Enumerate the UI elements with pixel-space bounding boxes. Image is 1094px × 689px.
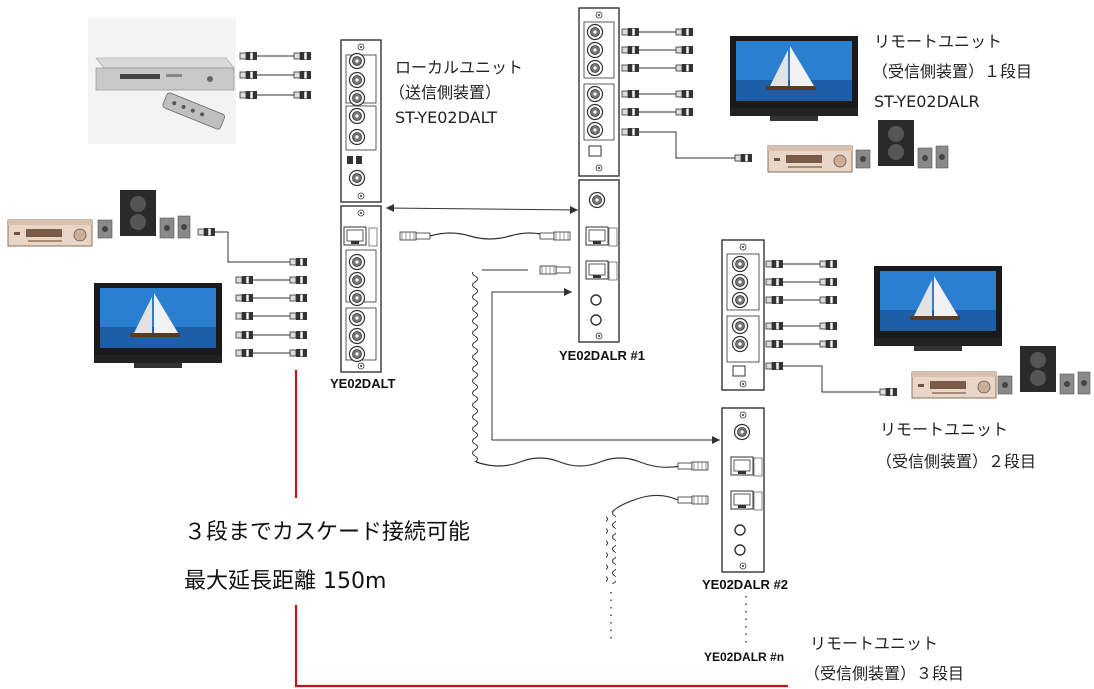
remote2-name: リモートユニット — [880, 420, 1009, 439]
receiver1-output-panel — [578, 7, 620, 177]
rx1-rca-cables — [621, 28, 753, 163]
amplifier-icon — [7, 219, 93, 247]
rj45-plug-icon — [539, 231, 571, 241]
max-distance-note: 最大延長距離 150m — [184, 569, 387, 594]
speaker-set-icon — [855, 119, 949, 169]
dvd-player-icon — [88, 18, 236, 144]
remote1-name: リモートユニット — [874, 32, 1003, 51]
tv-icon — [874, 266, 1002, 351]
tv-icon — [94, 283, 222, 368]
remote3-role-stage: （受信側装置）３段目 — [804, 664, 965, 683]
cascade-bracket-line — [294, 370, 788, 688]
cascade-note: ３段までカスケード接続可能 — [184, 520, 471, 545]
dvd-rca-cables — [240, 52, 311, 99]
local-unit-role: （送信側装置） — [389, 83, 502, 102]
amplifier-icon — [911, 371, 997, 399]
remote1-model: ST-YE02DALR — [874, 92, 980, 111]
transmitter-input-panel — [340, 39, 382, 203]
tx-rx1-link — [385, 204, 579, 241]
rx1-rx2-link — [470, 265, 720, 471]
remote3-name: リモートユニット — [810, 634, 939, 653]
remote-control-icon — [162, 92, 225, 130]
tx-output-rca-cables — [236, 276, 307, 357]
amp-audio-cable — [197, 227, 308, 267]
transmitter-output-panel — [340, 205, 382, 373]
rx2-rxn-link — [606, 494, 747, 648]
rx2-rca-cables — [765, 260, 898, 397]
receiver2-model-label: YE02DALR #2 — [702, 577, 788, 592]
amplifier-icon — [767, 145, 853, 173]
remote2-role-stage: （受信側装置）２段目 — [876, 452, 1037, 471]
speaker-set-icon — [997, 345, 1091, 395]
receivern-model-label: YE02DALR #n — [704, 650, 785, 664]
tv-icon — [730, 36, 858, 121]
receiver1-model-label: YE02DALR #1 — [559, 348, 645, 363]
receiver2-input-panel — [721, 407, 765, 573]
receiver1-input-panel — [578, 179, 620, 343]
transmitter-model-label: YE02DALT — [330, 376, 396, 391]
local-unit-name: ローカルユニット — [395, 58, 524, 77]
speaker-set-icon — [97, 189, 191, 239]
local-unit-model: ST-YE02DALT — [395, 108, 498, 127]
receiver2-output-panel — [721, 239, 765, 391]
remote1-role-stage: （受信側装置）１段目 — [872, 62, 1033, 81]
